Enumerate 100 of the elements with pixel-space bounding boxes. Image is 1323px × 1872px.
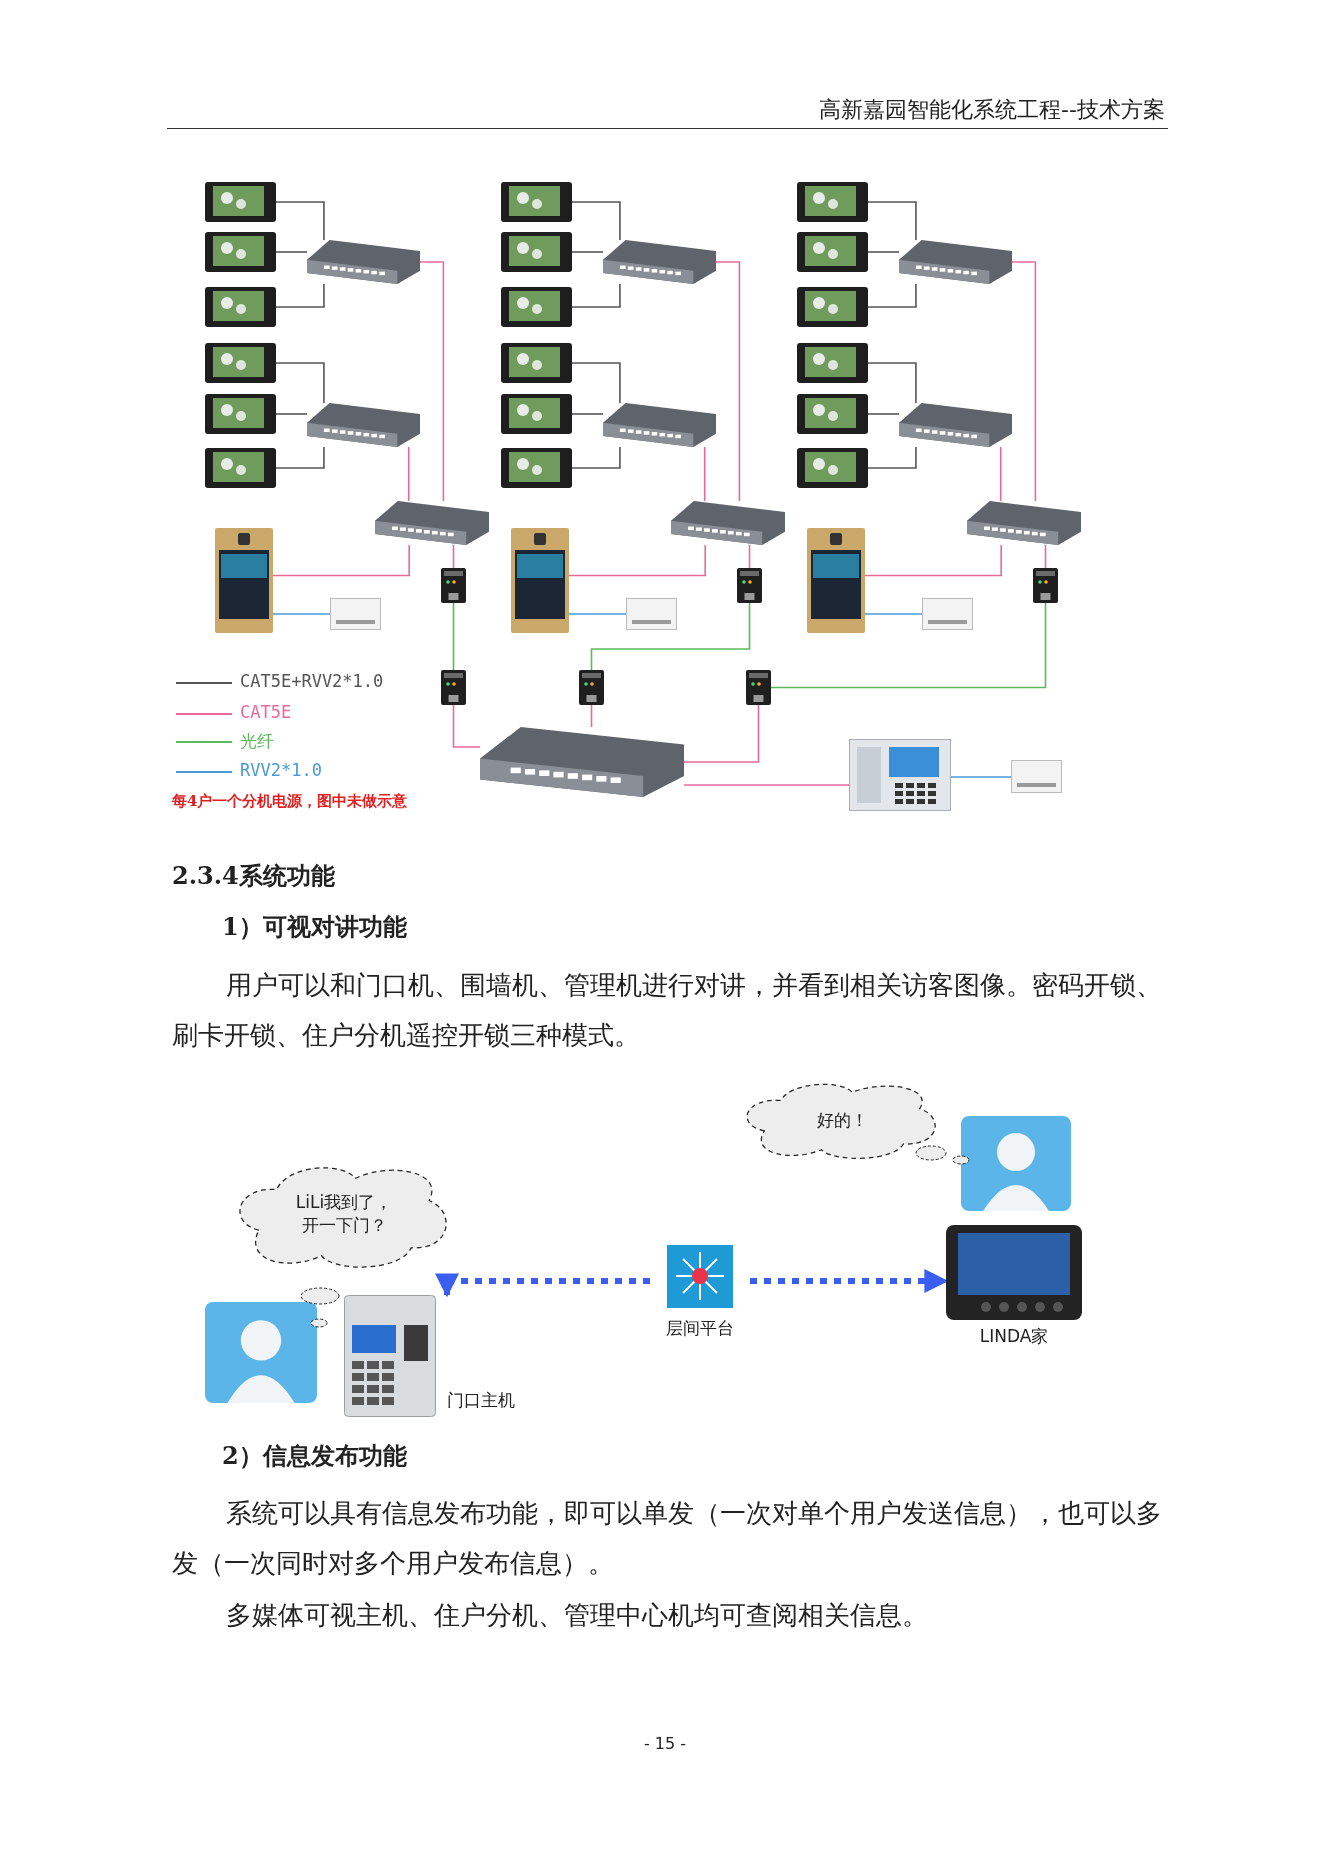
cable-line — [867, 446, 917, 469]
legend-label: CAT5E — [240, 702, 292, 722]
device-caption: LINDA家 — [978, 1325, 1050, 1348]
cable-line — [571, 446, 621, 469]
monitor-icon — [797, 448, 868, 488]
cable-line — [275, 446, 325, 469]
door-station-icon — [215, 528, 273, 633]
cable-line — [275, 201, 325, 241]
power-supply-icon — [330, 598, 381, 630]
cable-line — [864, 544, 1002, 577]
cable-line — [419, 261, 445, 502]
cable-line — [748, 544, 751, 569]
monitor-icon — [797, 232, 868, 272]
network-switch-icon — [307, 240, 420, 284]
monitor-icon — [501, 343, 572, 383]
monitor-icon — [501, 287, 572, 327]
page-number: - 15 - — [642, 1734, 688, 1753]
subsection-heading: 2）信息发布功能 — [222, 1440, 407, 1472]
page-header: 高新嘉园智能化系统工程--技术方案 — [819, 96, 1165, 124]
monitor-icon — [797, 343, 868, 383]
person-silhouette — [961, 1116, 1071, 1211]
cable-line — [571, 413, 604, 415]
monitor-icon — [205, 448, 276, 488]
cable-line — [568, 613, 627, 615]
monitor-icon — [501, 182, 572, 222]
media-converter-icon — [441, 670, 466, 705]
network-switch-icon — [603, 240, 716, 284]
legend-label: CAT5E+RVV2*1.0 — [240, 671, 384, 691]
cable-line — [275, 362, 325, 404]
cable-line — [867, 201, 917, 241]
person-silhouette — [205, 1302, 317, 1403]
cable-line — [275, 413, 308, 415]
note-text: 每4户一个分机电源，图中未做示意 — [172, 792, 408, 811]
body-paragraph: 系统可以具有信息发布功能，即可以单发（一次对单个用户发送信息），也可以多发（一次同时对多个用户发布信息）。 — [172, 1497, 1163, 1580]
network-switch-icon — [603, 403, 716, 447]
monitor-icon — [501, 448, 572, 488]
cable-line — [867, 413, 900, 415]
cable-line — [275, 251, 308, 253]
cable-line — [683, 784, 850, 786]
cable-line — [407, 446, 410, 502]
power-supply-icon — [1011, 760, 1062, 793]
cable-line — [1011, 261, 1037, 502]
door-station-icon — [511, 528, 569, 633]
monitor-icon — [797, 394, 868, 434]
speech-text: LiLi我到了，开一下门？ — [294, 1191, 394, 1237]
body-paragraph: 用户可以和门口机、围墙机、管理机进行对讲，并看到相关访客图像。密码开锁、刷卡开锁、住户分机遥控开锁三种模式。 — [172, 969, 1163, 1052]
network-switch-icon — [480, 727, 684, 797]
body-paragraph: 多媒体可视主机、住户分机、管理中心机均可查阅相关信息。 — [225, 1599, 929, 1632]
network-switch-icon — [899, 240, 1012, 284]
media-converter-icon — [1033, 568, 1058, 603]
arrow — [435, 1273, 650, 1298]
monitor-icon — [205, 182, 276, 222]
media-converter-icon — [737, 568, 762, 603]
media-converter-icon — [746, 670, 771, 705]
cable-line — [1044, 544, 1047, 569]
cable-line — [703, 446, 706, 502]
cable-line — [272, 544, 410, 577]
cable-line — [452, 602, 455, 671]
monitor-icon — [205, 394, 276, 434]
network-switch-icon — [899, 403, 1012, 447]
cable-line — [867, 251, 900, 253]
cable-line — [571, 283, 621, 308]
management-console-icon — [849, 739, 951, 811]
door-station-icon — [807, 528, 865, 633]
monitor-icon — [205, 343, 276, 383]
network-switch-icon — [375, 501, 489, 545]
monitor-icon — [501, 232, 572, 272]
cable-line — [950, 776, 1012, 778]
legend-label: 光纤 — [240, 730, 274, 753]
cable-line — [571, 362, 621, 404]
media-converter-icon — [579, 670, 604, 705]
section-heading: 2.3.4系统功能 — [172, 860, 335, 892]
cable-line — [590, 704, 593, 728]
cable-line — [272, 613, 331, 615]
cable-line — [452, 704, 481, 748]
power-supply-icon — [626, 598, 677, 630]
monitor-icon — [205, 287, 276, 327]
monitor-icon — [797, 182, 868, 222]
monitor-icon — [501, 394, 572, 434]
media-converter-icon — [441, 568, 466, 603]
cable-line — [571, 201, 621, 241]
network-switch-icon — [967, 501, 1081, 545]
cable-line — [999, 446, 1002, 502]
cable-line — [867, 362, 917, 404]
cable-line — [590, 602, 751, 671]
cable-line — [568, 544, 706, 577]
monitor-icon — [797, 287, 868, 327]
cable-line — [452, 544, 455, 569]
subsection-heading: 1）可视对讲功能 — [222, 911, 407, 943]
device-caption: 层间平台 — [665, 1317, 735, 1340]
cable-line — [864, 613, 923, 615]
cable-line — [275, 283, 325, 308]
network-switch-icon — [671, 501, 785, 545]
device-caption: 门口主机 — [447, 1389, 515, 1412]
speech-text: 好的！ — [815, 1109, 869, 1132]
cable-line — [571, 251, 604, 253]
legend-label: RVV2*1.0 — [240, 760, 322, 780]
network-switch-icon — [307, 403, 420, 447]
cable-line — [770, 602, 1047, 689]
cable-line — [867, 283, 917, 308]
